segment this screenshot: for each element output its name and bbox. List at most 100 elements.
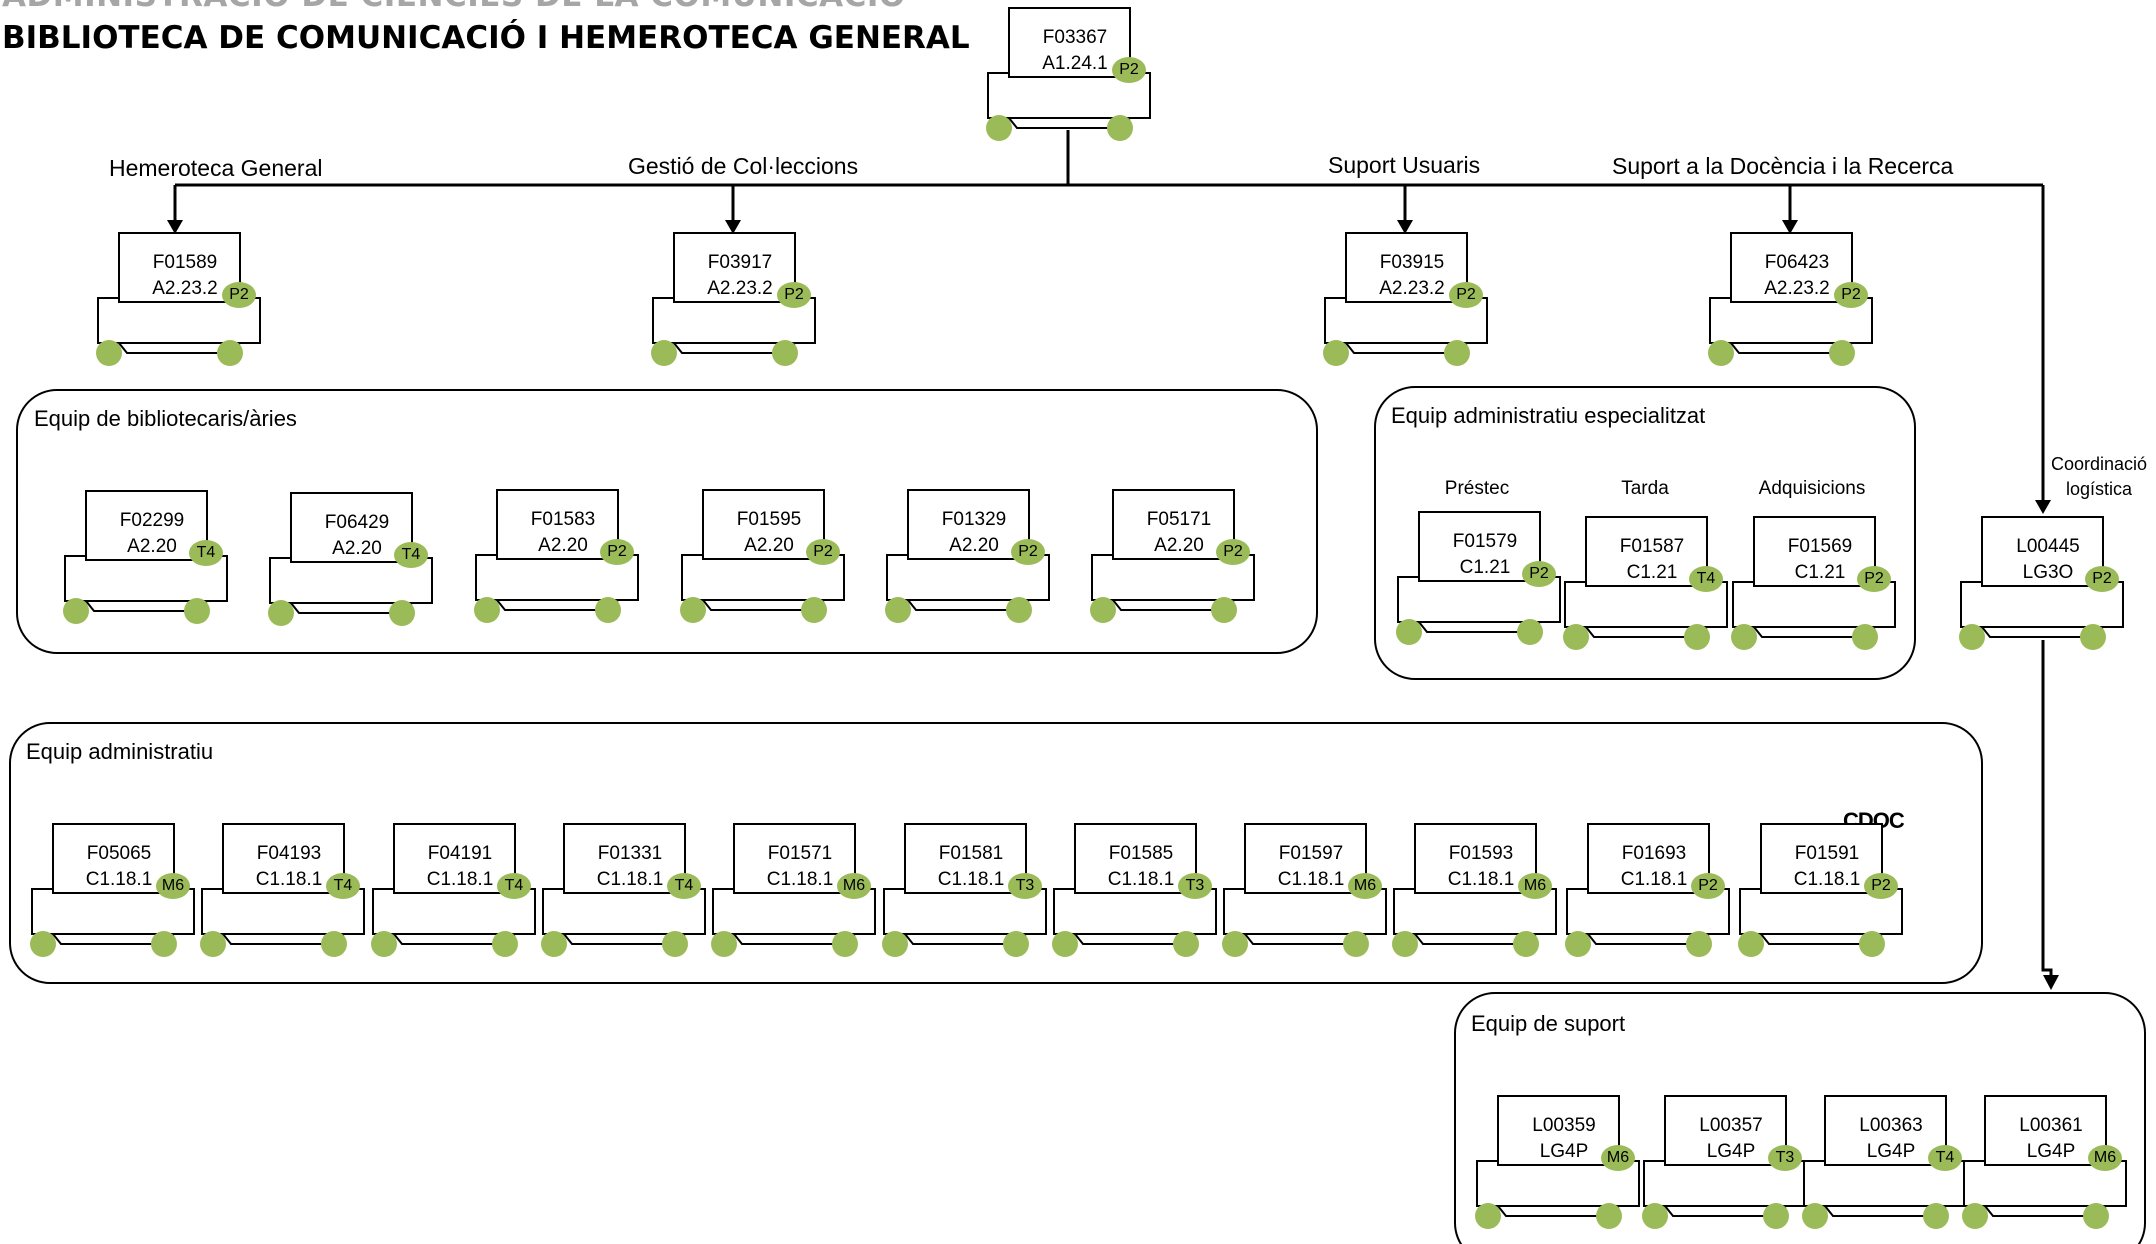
position-level-badge: T3 [1775,1149,1795,1166]
position-level-badge: P2 [607,543,627,560]
position-level-badge: T3 [1185,877,1205,894]
position-code: F01693 [1621,843,1687,864]
position-level-badge: P2 [1018,543,1038,560]
position-grade: C1.18.1 [85,869,153,890]
position-code: F01589 [152,252,218,273]
position-code: L00445 [2016,536,2080,557]
position-code: F03367 [1042,27,1108,48]
position-level-badge: P2 [2092,570,2112,587]
position-level-badge: P2 [1529,565,1549,582]
position-level-badge: T4 [1696,570,1716,587]
position-code: F01329 [941,509,1007,530]
position-grade: A2.23.2 [152,278,218,299]
position-level-badge: T3 [1015,877,1035,894]
position-grade: LG4P [1706,1141,1756,1162]
group-label-especialitzat: Equip administratiu especialitzat [1391,403,1706,428]
branch-label-hemeroteca: Hemeroteca General [109,155,323,181]
position-level-badge: P2 [784,286,804,303]
position-grade: C1.18.1 [255,869,323,890]
position-grade: C1.18.1 [937,869,1005,890]
arrow-support [2043,975,2059,990]
position-code: F01581 [938,843,1004,864]
position-code: L00363 [1859,1115,1923,1136]
position-level-badge: P2 [1698,877,1718,894]
position-level-badge: P2 [1841,286,1861,303]
arrow-logistics [2035,500,2051,514]
position-level-badge: P2 [813,543,833,560]
arrow-hemeroteca [167,220,183,234]
position-level-badge: M6 [1523,877,1547,894]
position-code: F01585 [1108,843,1174,864]
position-code: F01587 [1619,536,1685,557]
position-grade: C1.18.1 [1447,869,1515,890]
position-code: L00361 [2019,1115,2083,1136]
position-grade: A1.24.1 [1042,53,1108,74]
position-code: F01569 [1787,536,1853,557]
position-code: F03915 [1379,252,1445,273]
position-code: F01579 [1452,531,1518,552]
side-label-line-2: logística [2065,479,2133,499]
position-grade: LG4P [1539,1141,1589,1162]
position-grade: LG4P [1866,1141,1916,1162]
position-grade: A2.20 [949,535,999,556]
position-level-badge: P2 [1223,543,1243,560]
position-grade: C1.21 [1459,557,1511,578]
group-label-bibliotecaris: Equip de bibliotecaris/àries [34,406,297,431]
position-grade: C1.18.1 [1107,869,1175,890]
position-level-badge: M6 [1353,877,1377,894]
position-level-badge: T4 [1935,1149,1955,1166]
position-level-badge: T4 [196,544,216,561]
position-code: F01583 [530,509,596,530]
position-code: F01595 [736,509,802,530]
logistics-to-support [2041,640,2053,975]
position-code: F06429 [324,512,390,533]
arrow-usuaris [1397,220,1413,234]
position-code: F03917 [707,252,773,273]
position-code: F01593 [1448,843,1514,864]
position-level-badge: T4 [401,546,421,563]
position-level-badge: P2 [1871,877,1891,894]
top-heading: ADMINISTRACIÓ DE CIÈNCIES DE LA COMUNICA… [2,0,906,14]
group-label-suport: Equip de suport [1471,1011,1626,1036]
branch-label-docencia: Suport a la Docència i la Recerca [1612,153,1954,179]
position-code: F04191 [427,843,493,864]
position-grade: C1.21 [1794,562,1846,583]
position-code: L00359 [1532,1115,1596,1136]
position-code: F01597 [1278,843,1344,864]
position-code: F01571 [767,843,833,864]
position-level-badge: P2 [1456,286,1476,303]
position-level-badge: P2 [229,286,249,303]
position-grade: C1.21 [1626,562,1678,583]
position-grade: C1.18.1 [1793,869,1861,890]
position-code: F06423 [1764,252,1830,273]
position-grade: A2.20 [1154,535,1204,556]
position-grade: A2.20 [332,538,382,559]
arrow-docencia [1782,220,1798,234]
position-code: F05171 [1146,509,1212,530]
side-label-coordinacio: Coordinació logística [2039,452,2156,502]
position-grade: C1.18.1 [426,869,494,890]
position-grade: A2.23.2 [1764,278,1830,299]
position-code: F01591 [1794,843,1860,864]
position-level-badge: M6 [2093,1149,2117,1166]
arrow-colleccions [725,220,741,234]
